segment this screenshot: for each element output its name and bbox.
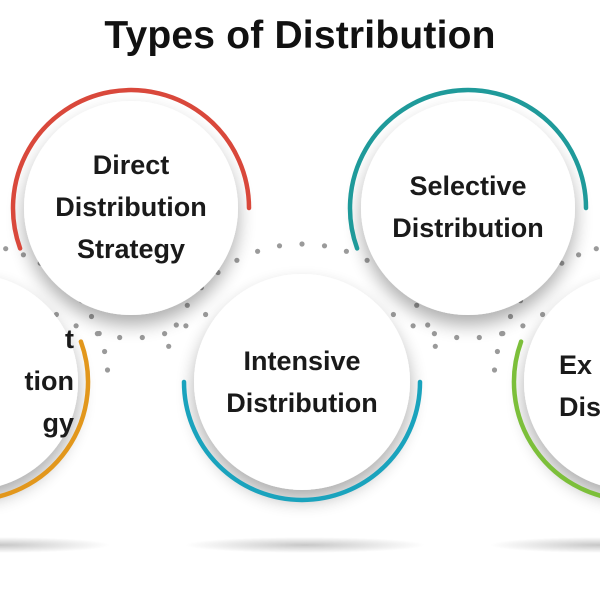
connector-dot [576,252,582,258]
connector-dot [166,343,172,349]
connector-dot [454,334,460,341]
node-circle-selective [347,87,589,315]
connector-dot [321,243,328,249]
connector-dot [432,343,438,349]
node-arc-intensive [181,379,423,503]
node-arc-indirect [0,339,91,499]
connector-dot [431,331,437,337]
connector-dot [494,348,500,355]
connector-dot [507,313,514,320]
connector-dot [425,322,431,328]
floor-shadow-indirect [0,537,110,553]
connector-dot [104,367,111,373]
connector-dot [364,257,370,263]
connector-dot [3,246,9,252]
node-label-selective: Selective Distribution [392,171,544,243]
connector-dot [184,302,190,308]
connector-dot [183,323,189,329]
node-circle-intensive [181,274,423,503]
connector-dot [73,323,79,329]
connector-dot [593,246,599,252]
connector-dot [410,323,416,329]
connector-dot [476,334,482,341]
node-arc-selective [347,87,589,251]
node-arc-direct [10,87,252,251]
connector-dot [343,248,349,254]
node-circle-exclusive [511,278,600,498]
connector-dot [390,311,396,318]
connector-dot [540,311,546,318]
connector-dot [173,322,179,328]
diagram-title: Types of Distribution [104,14,496,57]
connector-dot [88,313,95,320]
node-circle-indirect [0,278,91,499]
node-label-intensive: Intensive Distribution [226,346,378,418]
connector-dot [94,331,100,337]
connector-dot [20,252,26,258]
connector-dot [299,241,305,247]
connector-dot [162,331,168,337]
connector-dot [500,330,506,337]
node-label-indirect: t tion gy [24,324,74,438]
floor-shadow-intensive [185,537,425,553]
connector-dot [102,348,108,355]
connector-dot [276,243,283,249]
connector-dot [559,260,565,266]
connector-dot [520,323,526,329]
node-label-direct: Direct Distribution Strategy [55,150,207,264]
connector-dot [234,257,240,263]
connector-dot [117,334,123,341]
connector-dot [203,311,209,318]
connector-dot [414,302,420,308]
floor-shadow-exclusive [490,537,600,553]
connector-dot [491,367,498,373]
connector-dot [255,248,261,254]
connector-dot [139,334,145,341]
node-circle-direct [10,87,252,315]
node-arc-exclusive [511,339,600,498]
node-label-exclusive: Ex Dis [559,350,600,422]
